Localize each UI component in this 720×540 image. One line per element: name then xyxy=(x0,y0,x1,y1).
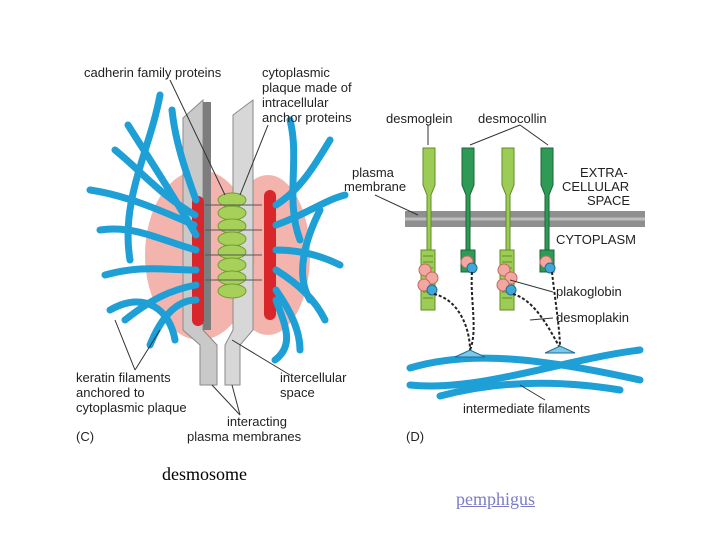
label-desmocollin: desmocollin xyxy=(478,111,547,126)
label-cadherin-family: cadherin family proteins xyxy=(84,65,222,80)
membrane-dark-strip xyxy=(203,102,211,330)
keratin-filaments xyxy=(86,91,349,364)
panel-c-letter: (C) xyxy=(76,429,94,444)
label-keratin-line2: anchored to xyxy=(76,385,145,400)
label-desmoglein: desmoglein xyxy=(386,111,453,126)
label-interacting-line1: interacting xyxy=(227,414,287,429)
label-plaque-line1: cytoplasmic xyxy=(262,65,330,80)
desmoplakin-chains xyxy=(433,271,561,351)
panel-d-illustration xyxy=(374,124,645,401)
desmoplakin-heads xyxy=(426,262,556,296)
panel-c-illustration xyxy=(86,79,349,416)
label-plasma-line2: membrane xyxy=(344,179,406,194)
panel-d-leader-lines xyxy=(374,124,554,401)
label-extracellular-line2: CELLULAR xyxy=(562,179,629,194)
label-intercellular-line1: intercellular xyxy=(280,370,347,385)
desmocollin-protein-2 xyxy=(539,147,555,273)
label-keratin-line3: cytoplasmic plaque xyxy=(76,400,187,415)
label-plaque-line3: intracellular xyxy=(262,95,329,110)
label-keratin-line1: keratin filaments xyxy=(76,370,171,385)
label-interacting-line2: plasma membranes xyxy=(187,429,302,444)
label-intercellular-line2: space xyxy=(280,385,315,400)
desmocollin-protein xyxy=(460,147,476,273)
label-plasma-line1: plasma xyxy=(352,165,395,180)
label-plaque-line2: plaque made of xyxy=(262,80,352,95)
link-pemphigus[interactable]: pemphigus xyxy=(456,489,535,509)
label-plaque-line4: anchor proteins xyxy=(262,110,352,125)
panel-d-letter: (D) xyxy=(406,429,424,444)
panel-c-leader-lines xyxy=(114,79,291,416)
label-extracellular-line1: EXTRA- xyxy=(580,165,628,180)
label-extracellular-line3: SPACE xyxy=(587,193,630,208)
label-cytoplasm: CYTOPLASM xyxy=(556,232,636,247)
intermediate-filaments xyxy=(406,346,644,400)
plaque-red-right xyxy=(264,190,276,320)
cadherin-coil xyxy=(205,192,262,299)
label-intermediate-filaments: intermediate filaments xyxy=(463,401,591,416)
filament-anchor-caps xyxy=(454,345,576,358)
label-desmoplakin: desmoplakin xyxy=(556,310,629,325)
label-plakoglobin: plakoglobin xyxy=(556,284,622,299)
caption-desmosome: desmosome xyxy=(162,464,247,484)
